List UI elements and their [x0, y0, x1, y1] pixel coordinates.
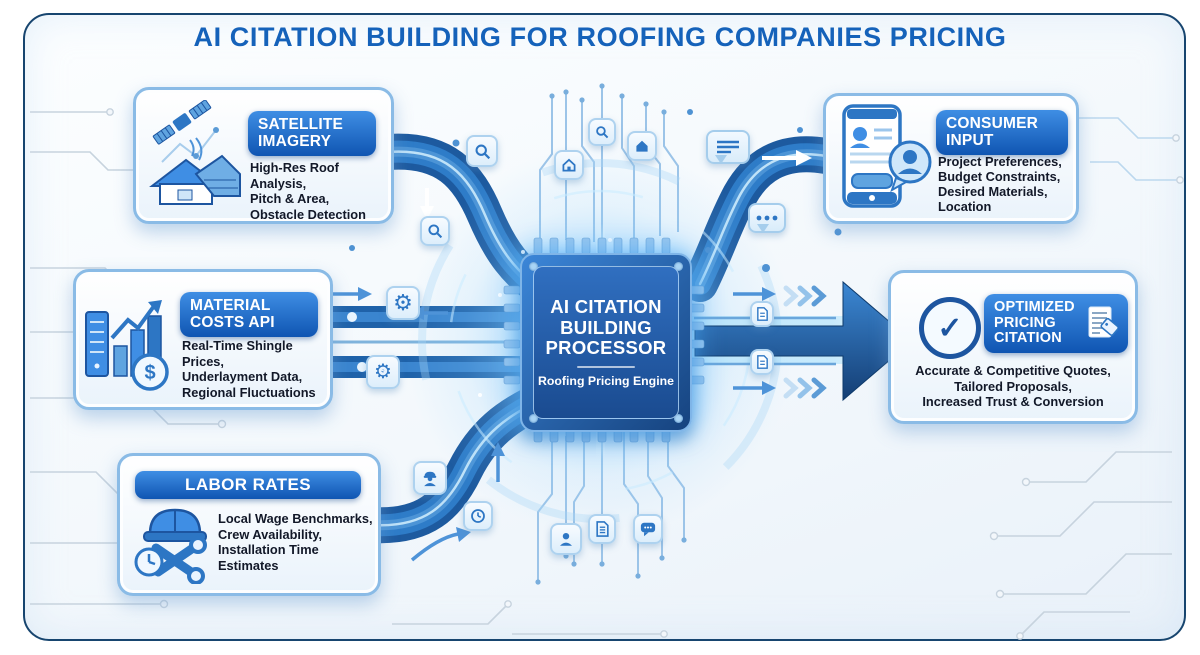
satellite-imagery-node: SATELLITE IMAGERY High-Res Roof Analysis…: [133, 87, 394, 224]
satellite-imagery-details: High-Res Roof Analysis, Pitch & Area, Ob…: [250, 160, 366, 222]
document-icon: [588, 514, 616, 544]
consumer-input-details: Project Preferences, Budget Constraints,…: [938, 154, 1062, 215]
search-icon: [420, 216, 450, 246]
chip-divider: [577, 366, 635, 369]
chip-label-area: AI CITATION BUILDING PROCESSOR Roofing P…: [533, 266, 679, 419]
worker-icon: [413, 461, 447, 495]
circuit-traces-right: [989, 117, 1184, 640]
chat-dots-icon: [748, 203, 786, 233]
big-output-arrow: [694, 280, 913, 402]
optimized-pricing-node: ✓ OPTIMIZED PRICING CITATION Accurate & …: [888, 270, 1138, 424]
search-icon: [588, 118, 616, 146]
chat-lines-icon: [706, 130, 750, 164]
material-costs-node: $ MATERIAL COSTS API Real-Time Shingle P…: [73, 269, 333, 410]
processor-subtitle: Roofing Pricing Engine: [538, 374, 674, 389]
hardhat-wrench-icon: [134, 508, 207, 584]
labor-rates-node: LABOR RATES Local Wage Benchmarks, Crew …: [117, 453, 381, 596]
person-icon: [550, 523, 582, 555]
bar-chart-icon: $: [85, 300, 169, 391]
satellite-imagery-heading: SATELLITE IMAGERY: [248, 111, 376, 157]
ai-processor-chip: AI CITATION BUILDING PROCESSOR Roofing P…: [520, 253, 692, 432]
chip-screw: [674, 262, 683, 271]
clock-icon: [463, 501, 493, 531]
circuit-traces-bottom: [392, 600, 668, 638]
document-icon: [750, 301, 774, 327]
satellite-house-icon: [149, 100, 241, 205]
gear-dollar-icon: ⚙$: [366, 355, 400, 389]
optimized-pricing-details: Accurate & Competitive Quotes, Tailored …: [915, 363, 1111, 410]
house-icon: [627, 131, 657, 161]
chat-icon: [633, 514, 663, 544]
consumer-input-node: CONSUMER INPUT Project Preferences, Budg…: [823, 93, 1079, 224]
page-title: AI CITATION BUILDING FOR ROOFING COMPANI…: [193, 22, 1007, 52]
chip-screw: [529, 414, 538, 423]
consumer-input-heading: CONSUMER INPUT: [936, 110, 1068, 156]
labor-rates-heading: LABOR RATES: [135, 471, 361, 499]
optimized-pricing-heading: OPTIMIZED PRICING CITATION: [984, 294, 1128, 353]
check-icon: ✓: [919, 297, 981, 359]
material-costs-heading: MATERIAL COSTS API: [180, 292, 318, 338]
document-tag-icon: [1088, 306, 1118, 338]
svg-text:$: $: [144, 362, 155, 384]
gear-icon: ⚙: [386, 286, 420, 320]
house-icon: [554, 150, 584, 180]
material-costs-details: Real-Time Shingle Prices, Underlayment D…: [182, 338, 316, 400]
chip-screw: [674, 414, 683, 423]
document-icon: [750, 349, 774, 375]
chip-screw: [529, 262, 538, 271]
search-icon: [466, 135, 498, 167]
labor-rates-details: Local Wage Benchmarks, Crew Availability…: [218, 511, 373, 573]
processor-title: AI CITATION BUILDING PROCESSOR: [545, 295, 667, 359]
phone-icon: [842, 104, 932, 208]
